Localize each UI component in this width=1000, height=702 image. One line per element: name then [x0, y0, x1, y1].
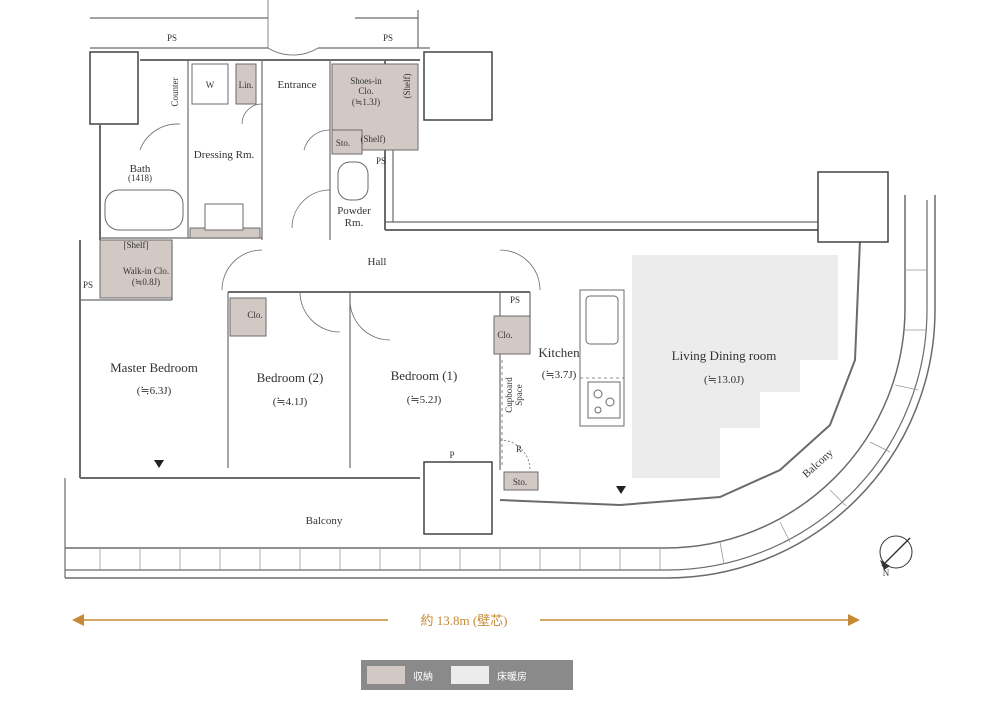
- storage-swatch: [367, 666, 405, 684]
- ps-label: PS: [383, 33, 393, 43]
- pillar-label: P: [449, 450, 454, 460]
- balcony-label: Balcony: [800, 447, 836, 481]
- dimension-label: 約 13.8m (壁芯): [420, 613, 507, 628]
- legend: 収納 床暖房: [361, 660, 573, 690]
- walkin-closet-label: Walk-in Clo.: [123, 266, 169, 276]
- walkin-shelf-label: [Shelf]: [124, 240, 149, 250]
- powder-room-label: Rm.: [345, 217, 364, 229]
- counter-label: Counter: [170, 78, 180, 107]
- floor-heating-swatch: [451, 666, 489, 684]
- ps-label: PS: [83, 280, 93, 290]
- fridge-label: R: [516, 444, 522, 454]
- balcony-label: Balcony: [306, 515, 343, 527]
- bath-size-label: (1418): [128, 173, 152, 183]
- hall-label: Hall: [368, 256, 387, 268]
- master-bedroom-size: (≒6.3J): [137, 385, 172, 397]
- compass-icon: [879, 535, 913, 570]
- compass-north-label: N: [883, 568, 890, 578]
- floor-heating-legend-label: 床暖房: [497, 671, 527, 683]
- shelf-label: (Shelf): [361, 134, 386, 144]
- shoes-in-label: Shoes-in: [350, 76, 382, 86]
- bedroom-2-label: Bedroom (2): [257, 370, 324, 385]
- shoes-clo-label: Clo.: [358, 86, 373, 96]
- storage-legend-label: 収納: [413, 671, 433, 683]
- master-bedroom-label: Master Bedroom: [110, 360, 198, 375]
- bedroom-2-size: (≒4.1J): [273, 396, 308, 408]
- walkin-size-label: (≒0.8J): [132, 277, 160, 287]
- closet-label: Clo.: [247, 310, 262, 320]
- kitchen-label: Kitchen: [538, 345, 580, 360]
- dressing-room-label: Dressing Rm.: [194, 149, 255, 161]
- linen-label: Lin.: [239, 80, 254, 90]
- entrance-label: Entrance: [277, 79, 316, 91]
- powder-room-label: Powder: [337, 205, 371, 217]
- storage-label: Sto.: [513, 477, 527, 487]
- shelf-label: (Shelf): [402, 74, 412, 99]
- shoes-size-label: (≒1.3J): [352, 97, 380, 107]
- washer-label: W: [206, 80, 215, 90]
- ps-label: PS: [376, 156, 386, 166]
- closet-label: Clo.: [497, 330, 512, 340]
- ps-label: PS: [167, 33, 177, 43]
- bath-label: Bath: [130, 163, 151, 175]
- bedroom-1-size: (≒5.2J): [407, 394, 442, 406]
- ps-label: PS: [510, 295, 520, 305]
- living-dining-label: Living Dining room: [672, 348, 777, 363]
- living-dining-size: (≒13.0J): [704, 374, 744, 386]
- cupboard-label: Cupboard: [504, 377, 514, 413]
- kitchen-size: (≒3.7J): [542, 369, 577, 381]
- storage-label: Sto.: [336, 138, 350, 148]
- cupboard-label: Space: [514, 384, 524, 406]
- bedroom-1-label: Bedroom (1): [391, 368, 458, 383]
